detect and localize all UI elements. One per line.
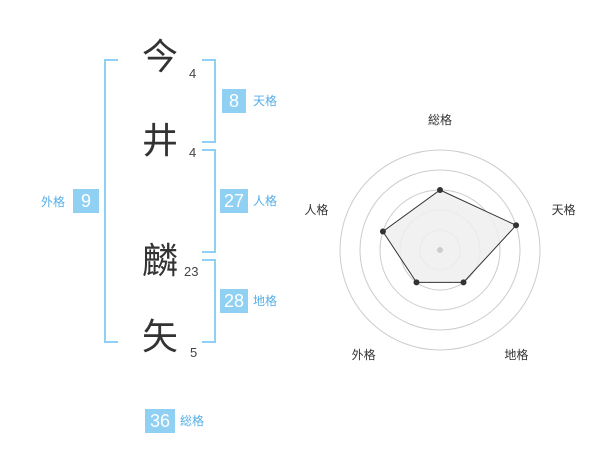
name-char-3: 麟 [142, 241, 179, 282]
gaikaku-label: 外格 [41, 195, 66, 209]
radar-point-5 [379, 228, 386, 235]
soukaku-label: 総格 [180, 414, 205, 428]
radar-point-4 [413, 279, 420, 286]
radar-center-dot [437, 247, 443, 253]
gaikaku-bracket [104, 59, 118, 343]
radar-axis-label-5: 人格 [304, 202, 328, 217]
chikaku-label: 地格 [253, 294, 278, 308]
stroke-count-2: 4 [189, 145, 197, 160]
radar-axis-label-4: 外格 [352, 347, 376, 362]
name-char-1: 今 [142, 37, 179, 78]
radar-point-1 [437, 187, 443, 193]
radar-axis-label-3: 地格 [504, 347, 528, 362]
chikaku-bracket [202, 259, 216, 343]
soukaku-value-box: 36 [145, 409, 175, 433]
radar-ring-4 [359, 169, 521, 331]
gaikaku-value-box: 9 [73, 189, 99, 213]
tenkaku-bracket [202, 59, 216, 143]
jinkaku-value-box: 27 [220, 189, 248, 213]
tenkaku-value-box: 8 [222, 89, 246, 113]
name-char-4: 矢 [142, 317, 179, 358]
jinkaku-label: 人格 [253, 194, 278, 208]
radar-point-3 [460, 279, 467, 286]
name-char-2: 井 [142, 121, 179, 162]
tenkaku-label: 天格 [253, 94, 278, 108]
radar-area [382, 189, 517, 283]
radar-axis-label-1: 総格 [428, 112, 452, 127]
stroke-count-4: 5 [190, 345, 198, 360]
stroke-count-3: 23 [184, 264, 199, 279]
radar-ring-5 [339, 149, 541, 351]
radar-point-2 [513, 222, 520, 229]
chikaku-value-box: 28 [220, 289, 248, 313]
stroke-count-1: 4 [189, 66, 197, 81]
radar-axis-label-2: 天格 [552, 202, 576, 217]
jinkaku-bracket [202, 149, 216, 253]
